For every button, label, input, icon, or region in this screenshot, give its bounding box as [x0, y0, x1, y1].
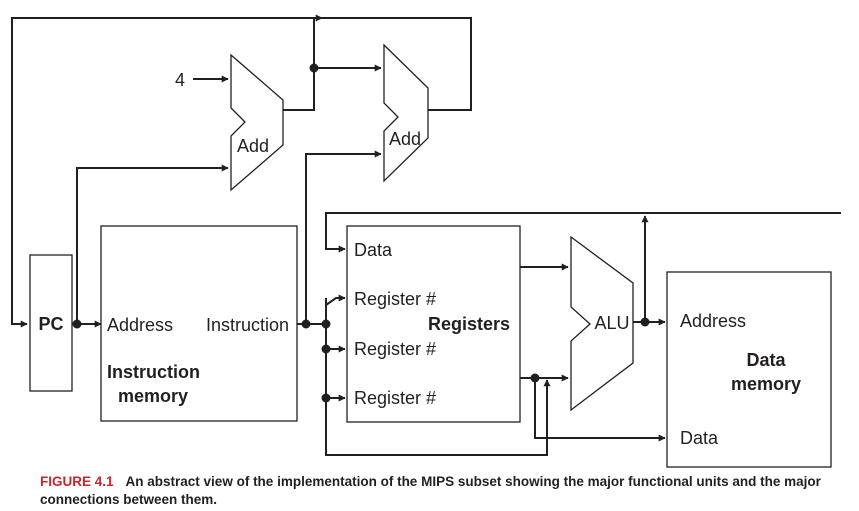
junction-dot	[640, 317, 650, 327]
mips-datapath-diagram: PC 4 Add Add Address Instruction Instruc…	[11, 14, 841, 468]
imem-title-line2: memory	[118, 386, 188, 406]
wire-instr-to-adder2	[305, 150, 382, 324]
adder1-label: Add	[237, 136, 269, 156]
wire-writeback	[325, 212, 841, 253]
regs-register1-label: Register #	[354, 289, 436, 309]
adder2-label: Add	[389, 129, 421, 149]
junction-dot	[301, 319, 311, 329]
junction-dot	[321, 344, 331, 354]
wire-branch-target-loop	[11, 17, 472, 328]
figure-label: FIGURE 4.1	[40, 474, 114, 489]
adder-branch	[383, 43, 429, 183]
wire-reg1	[325, 294, 346, 306]
wire-pc-to-adder1	[76, 164, 229, 324]
regs-data-label: Data	[354, 240, 393, 260]
pc-label: PC	[38, 314, 63, 334]
junction-dot	[309, 63, 319, 73]
wire-to-reg-loop	[325, 379, 551, 456]
register-file	[346, 225, 521, 423]
regs-title: Registers	[428, 314, 510, 334]
imem-title-line1: Instruction	[107, 362, 200, 382]
data-memory	[666, 271, 832, 468]
dmem-data-label: Data	[680, 428, 719, 448]
const-four-label: 4	[175, 70, 185, 90]
junction-dot	[321, 319, 331, 329]
dmem-address-label: Address	[680, 311, 746, 331]
adder-pc-plus4	[230, 53, 284, 192]
junction-dot	[72, 319, 82, 329]
imem-address-label: Address	[107, 315, 173, 335]
dmem-title-line1: Data	[746, 350, 786, 370]
pc-register	[29, 254, 73, 392]
wire-to-dmem-data	[534, 378, 666, 442]
regs-register3-label: Register #	[354, 388, 436, 408]
instruction-memory	[100, 225, 298, 422]
caption-text: An abstract view of the implementation o…	[40, 474, 821, 507]
junction-dot	[530, 373, 540, 383]
dmem-title-line2: memory	[731, 374, 801, 394]
junction-dot	[321, 393, 331, 403]
wire-pc-plus4	[283, 18, 315, 111]
junction-dots	[72, 63, 650, 403]
alu-label: ALU	[594, 313, 629, 333]
alu	[570, 235, 634, 412]
imem-instruction-label: Instruction	[206, 315, 289, 335]
regs-register2-label: Register #	[354, 339, 436, 359]
